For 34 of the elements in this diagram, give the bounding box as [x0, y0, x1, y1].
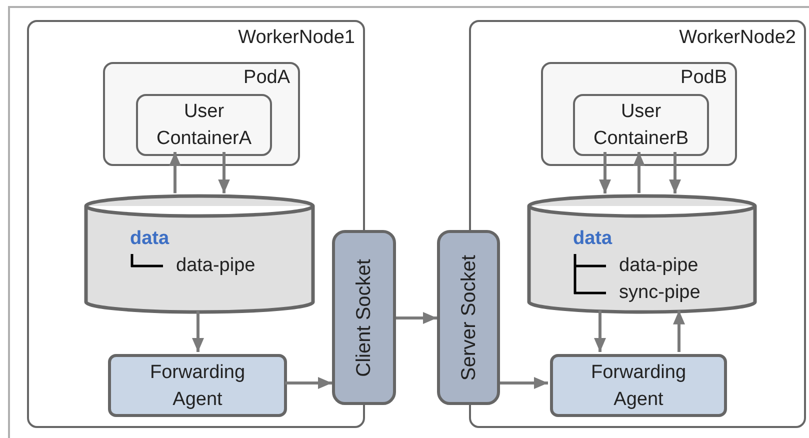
pod-panel — [103, 62, 300, 166]
socket-box — [332, 230, 396, 405]
arrow — [396, 312, 437, 324]
node-label: Server Socket — [458, 254, 480, 380]
agent-box — [108, 354, 287, 417]
agent-box — [550, 354, 727, 417]
arrow — [599, 152, 611, 194]
arrow — [218, 152, 230, 194]
pipe-label: sync-pipe — [619, 282, 700, 304]
socket-box — [437, 230, 500, 405]
node-label: Forwarding Agent — [590, 360, 688, 412]
arrow — [669, 152, 681, 194]
arrow — [594, 310, 606, 352]
pod-title: PodB — [680, 67, 727, 89]
container-box — [573, 94, 709, 156]
pipe-label: data-pipe — [176, 255, 256, 277]
container-box — [136, 94, 272, 156]
node-title: WorkerNode1 — [238, 27, 355, 49]
pod-title: PodA — [244, 67, 290, 89]
pipe-label: data-pipe — [619, 255, 698, 277]
node-label: User ContainerB — [592, 100, 690, 151]
node-label: Forwarding Agent — [148, 360, 246, 412]
arrow — [673, 310, 685, 352]
folder-name: data — [130, 228, 170, 250]
arrow — [285, 377, 332, 389]
arrow — [633, 152, 645, 193]
folder-name: data — [573, 228, 612, 250]
node-title: WorkerNode2 — [679, 27, 796, 49]
arrow — [500, 377, 548, 389]
node-label: Client Socket — [353, 258, 375, 376]
arrow — [192, 311, 204, 352]
arrow — [169, 152, 181, 194]
node-label: User ContainerA — [155, 100, 253, 151]
pod-panel — [541, 62, 737, 166]
